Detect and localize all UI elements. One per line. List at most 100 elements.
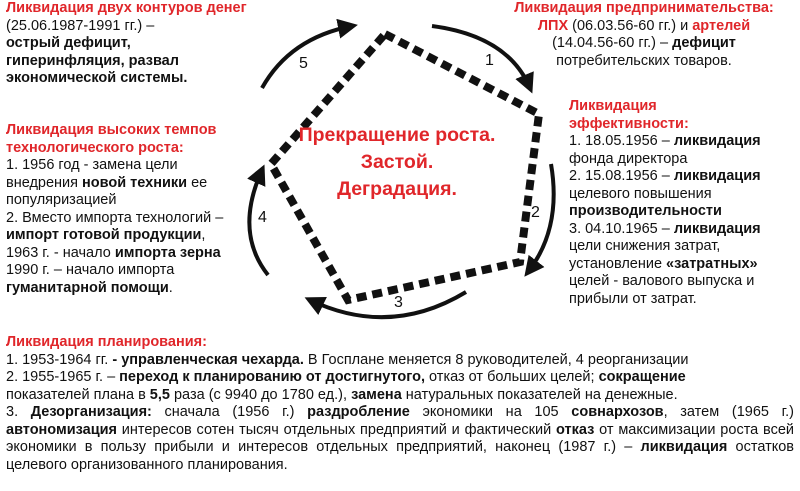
- text-line: гуманитарной помощи.: [6, 280, 266, 298]
- text-line: фонда директора: [569, 150, 688, 167]
- center-title: Прекращение роста. Застой. Деградация.: [272, 122, 522, 203]
- arrow-4: [247, 164, 270, 277]
- text-span: остатков целевого организованного планир…: [6, 439, 794, 473]
- block-two-money-circuits: Ликвидация двух контуров денег (25.06.19…: [6, 0, 286, 88]
- center-title-line-3: Деградация.: [337, 178, 457, 200]
- center-title-line-1: Прекращение роста.: [298, 124, 496, 146]
- item-keyword: переход к планированию от достигнутого,: [119, 369, 426, 385]
- item-keyword: отказ: [556, 421, 595, 438]
- text-span: внедрения: [6, 174, 83, 191]
- cycle-number-3: 3: [394, 294, 403, 311]
- block-entrepreneurship: Ликвидация предпринимательства: ЛПХ (06.…: [488, 0, 800, 70]
- item-keyword: ликвидация: [673, 133, 761, 149]
- text-line: (14.04.56-60 гг.) – дефицит: [488, 35, 800, 53]
- block-efficiency: Ликвидация эффективности: 1. 18.05.1956 …: [569, 98, 800, 308]
- item-date: 3. 04.10.1965 –: [569, 220, 674, 237]
- cycle-number-5: 5: [299, 55, 308, 72]
- text-span: сначала (1956 г.): [151, 404, 308, 420]
- text-span: раза (с 9940 до 1780 ед.),: [169, 386, 352, 403]
- arrow-1: [431, 24, 534, 94]
- item-keyword: гуманитарной помощи: [6, 279, 169, 296]
- paragraph-2: 2. 1955-1965 г. – переход к планированию…: [6, 369, 794, 387]
- text-span: В Госплане меняется 8 руководителей, 4 р…: [303, 351, 689, 368]
- center-title-line-2: Застой.: [360, 151, 434, 173]
- text-line: острый дефицит,: [6, 35, 131, 51]
- text-span: интересов сотен тысяч отдельных предприя…: [117, 421, 557, 438]
- text-line: 2. Вместо импорта технологий –: [6, 209, 224, 226]
- text-span: установление: [569, 255, 667, 272]
- text-span: от максимизации роста всей экономики в п…: [6, 421, 794, 456]
- lpkh-label: ЛПХ: [537, 17, 569, 34]
- text-line: 1. 18.05.1956 – ликвидация: [569, 133, 800, 151]
- block-title: Ликвидация двух контуров денег: [6, 0, 247, 16]
- text-line: целей - валового выпуска и: [569, 273, 755, 289]
- paragraph-3: 3. Дезорганизация: сначала (1956 г.) раз…: [6, 404, 794, 474]
- arrow-3: [304, 290, 468, 320]
- text-span: , затем (1965 г.): [663, 404, 794, 420]
- block-title: Ликвидация предпринимательства:: [514, 0, 774, 16]
- paragraph-2-cont: показателей плана в 5,5 раза (с 9940 до …: [6, 387, 794, 405]
- text-span: 3.: [6, 404, 31, 420]
- text-span: .: [168, 279, 173, 296]
- lpkh-date: (06.03.56-60 гг.) и: [568, 17, 693, 34]
- text-line: прибыли от затрат.: [569, 290, 697, 307]
- paragraph-1: 1. 1953-1964 гг. - управленческая чехард…: [6, 352, 794, 370]
- block-title: Ликвидация высоких темпов: [6, 122, 217, 138]
- arteli-date: (14.04.56-60 гг.) –: [552, 35, 673, 51]
- text-line: 1. 1956 год - замена цели: [6, 157, 178, 173]
- item-keyword: ликвидация: [673, 220, 761, 237]
- text-line: (25.06.1987-1991 гг.) –: [6, 17, 155, 34]
- text-line: 2. 15.08.1956 – ликвидация: [569, 168, 800, 186]
- cycle-number-2: 2: [531, 204, 540, 221]
- block-title: Ликвидация планирования:: [6, 334, 207, 350]
- cycle-number-1: 1: [485, 52, 494, 69]
- text-line: 1990 г. – начало импорта: [6, 262, 175, 278]
- dotted-pentagon: [266, 29, 544, 305]
- item-keyword: ликвидация: [673, 168, 761, 184]
- item-keyword: ликвидация: [640, 439, 728, 455]
- item-keyword: сокращение: [598, 369, 686, 385]
- text-line: установление «затратных»: [569, 256, 800, 274]
- text-line: гиперинфляция, развал: [6, 52, 179, 69]
- block-tech-growth: Ликвидация высоких темпов технологическо…: [6, 122, 266, 297]
- item-keyword: импорт готовой продукции: [6, 227, 202, 243]
- cycle-number-4: 4: [258, 209, 267, 226]
- item-keyword: «затратных»: [666, 255, 758, 272]
- item-keyword: 5,5: [149, 386, 170, 403]
- text-span: показателей плана в: [6, 386, 150, 403]
- text-line: 3. 04.10.1965 – ликвидация: [569, 221, 800, 239]
- block-title: технологического роста:: [6, 139, 184, 156]
- text-span: отказ от больших целей;: [425, 369, 599, 385]
- block-title: эффективности:: [569, 115, 689, 132]
- text-line: 1963 г. - начало импорта зерна: [6, 245, 266, 263]
- item-keyword: импорта зерна: [114, 244, 221, 261]
- text-span: 2. 1955-1965 г. –: [6, 369, 120, 385]
- text-span: 1. 1953-1964 гг.: [6, 351, 113, 368]
- arrow-5: [260, 18, 358, 89]
- item-keyword: - управленческая чехарда.: [112, 351, 304, 368]
- arrow-2: [524, 163, 556, 277]
- block-planning: Ликвидация планирования: 1. 1953-1964 гг…: [6, 334, 794, 474]
- item-keyword: раздробление: [307, 404, 410, 420]
- item-keyword: совнархозов: [571, 404, 664, 420]
- text-line: цели снижения затрат,: [569, 238, 721, 254]
- text-line: целевого повышения: [569, 185, 712, 202]
- text-span: экономики на 105: [409, 404, 572, 420]
- item-keyword: Дезорганизация:: [30, 404, 152, 420]
- text-line: потребительских товаров.: [556, 52, 732, 69]
- text-line: популяризацией: [6, 192, 117, 208]
- text-span: ее: [187, 174, 208, 191]
- text-span: натуральных показателей на денежные.: [401, 386, 678, 403]
- item-date: 1. 18.05.1956 –: [569, 133, 674, 149]
- text-line: ЛПХ (06.03.56-60 гг.) и артелей: [488, 18, 800, 36]
- item-date: 2. 15.08.1956 –: [569, 168, 674, 184]
- item-keyword: автономизация: [6, 421, 117, 438]
- item-keyword: замена: [351, 386, 402, 403]
- text-line: производительности: [569, 203, 722, 219]
- text-line: внедрения новой техники ее: [6, 175, 266, 193]
- text-span: 1963 г. - начало: [6, 244, 115, 261]
- text-line: импорт готовой продукции,: [6, 227, 266, 245]
- deficit-word: дефицит: [672, 35, 736, 51]
- item-keyword: новой техники: [82, 174, 188, 191]
